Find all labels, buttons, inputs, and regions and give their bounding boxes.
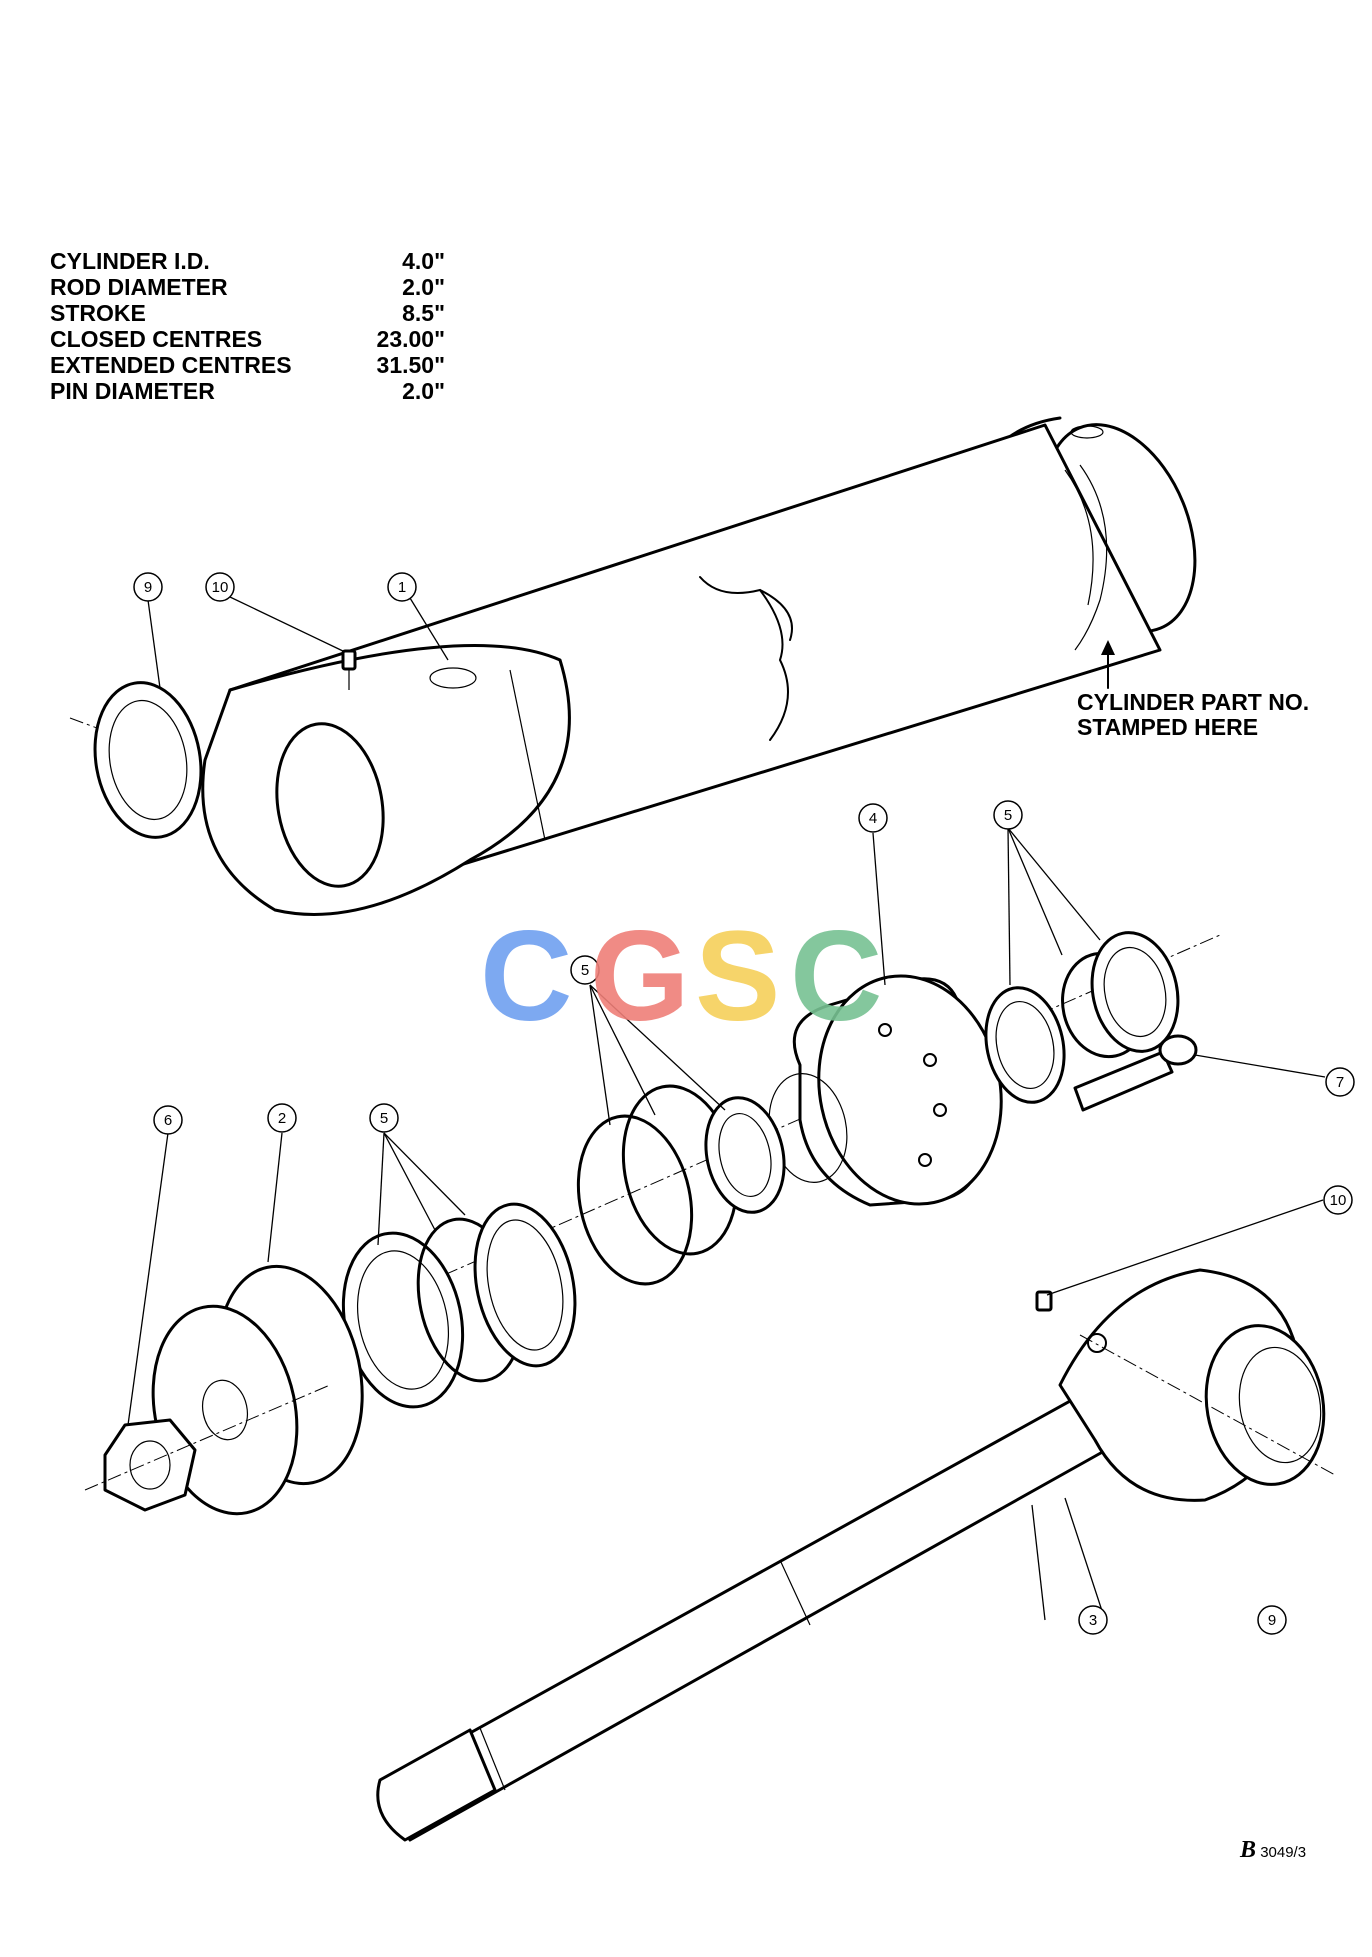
gland-assembly: [329, 931, 1221, 1326]
callout-number: 5: [1004, 807, 1012, 824]
callout-bubble-5: 5: [570, 955, 600, 985]
spec-row: STROKE 8.5": [50, 300, 445, 326]
callout-number: 9: [144, 579, 152, 596]
note-line: CYLINDER PART NO.: [1077, 689, 1310, 715]
callout-number: 3: [1089, 1612, 1097, 1629]
callout-bubble-7: 7: [1325, 1067, 1355, 1097]
watermark-letter: C: [790, 905, 882, 1048]
callout-number: 5: [380, 1110, 388, 1127]
drawing-reference: B 3049/3: [1240, 1837, 1306, 1864]
callout-number: 9: [1268, 1612, 1276, 1629]
callout-bubble-9: 9: [1257, 1605, 1287, 1635]
callout-bubble-10: 10: [205, 572, 235, 602]
callout-number: 1: [398, 579, 406, 596]
spec-label: PIN DIAMETER: [50, 378, 215, 404]
watermark-logo: C G S C: [480, 905, 882, 1048]
spec-value: 2.0": [402, 274, 445, 300]
callout-number: 10: [212, 579, 229, 596]
spec-value: 8.5": [402, 300, 445, 326]
cylinder-barrel: [69, 416, 1197, 916]
spec-value: 4.0": [402, 248, 445, 274]
spec-value: 23.00": [376, 326, 445, 352]
callout-bubble-5: 5: [993, 800, 1023, 830]
callout-number: 2: [278, 1110, 286, 1127]
callout-bubble-3: 3: [1078, 1605, 1108, 1635]
callout-number: 7: [1336, 1074, 1344, 1091]
reference-glyph: B: [1240, 1837, 1257, 1863]
callout-number: 5: [581, 962, 589, 979]
spec-row: PIN DIAMETER 2.0": [50, 378, 445, 404]
piston-assembly: [84, 1202, 577, 1516]
spec-label: EXTENDED CENTRES: [50, 352, 292, 378]
spec-row: CYLINDER I.D. 4.0": [50, 248, 445, 274]
callout-bubble-6: 6: [153, 1105, 183, 1135]
callout-bubble-2: 2: [267, 1103, 297, 1133]
callout-number: 6: [164, 1112, 172, 1129]
spec-row: EXTENDED CENTRES 31.50": [50, 352, 445, 378]
callout-number: 4: [869, 810, 877, 827]
spec-row: ROD DIAMETER 2.0": [50, 274, 445, 300]
note-line: STAMPED HERE: [1077, 714, 1259, 740]
callout-bubble-4: 4: [858, 803, 888, 833]
spec-value: 31.50": [376, 352, 445, 378]
spec-label: CLOSED CENTRES: [50, 326, 263, 352]
spec-label: ROD DIAMETER: [50, 274, 228, 300]
callout-bubble-1: 1: [387, 572, 417, 602]
spec-label: STROKE: [50, 300, 146, 326]
watermark-letter: S: [695, 905, 780, 1048]
part-number-note: CYLINDER PART NO. STAMPED HERE: [1077, 690, 1309, 740]
watermark-letter: C: [480, 905, 572, 1048]
callout-bubble-5: 5: [369, 1103, 399, 1133]
reference-number: 3049/3: [1260, 1844, 1307, 1861]
spec-label: CYLINDER I.D.: [50, 248, 210, 274]
stamp-arrow: [1101, 640, 1115, 689]
callout-bubble-10: 10: [1323, 1185, 1353, 1215]
specification-table: CYLINDER I.D. 4.0" ROD DIAMETER 2.0" STROK…: [50, 248, 445, 404]
spec-value: 2.0": [402, 378, 445, 404]
callout-bubble-9: 9: [133, 572, 163, 602]
leader-lines: [127, 596, 1326, 1621]
spec-row: CLOSED CENTRES 23.00": [50, 326, 445, 352]
watermark-letter: G: [590, 905, 690, 1048]
callout-number: 10: [1330, 1192, 1347, 1209]
piston-rod: [376, 1268, 1336, 1842]
